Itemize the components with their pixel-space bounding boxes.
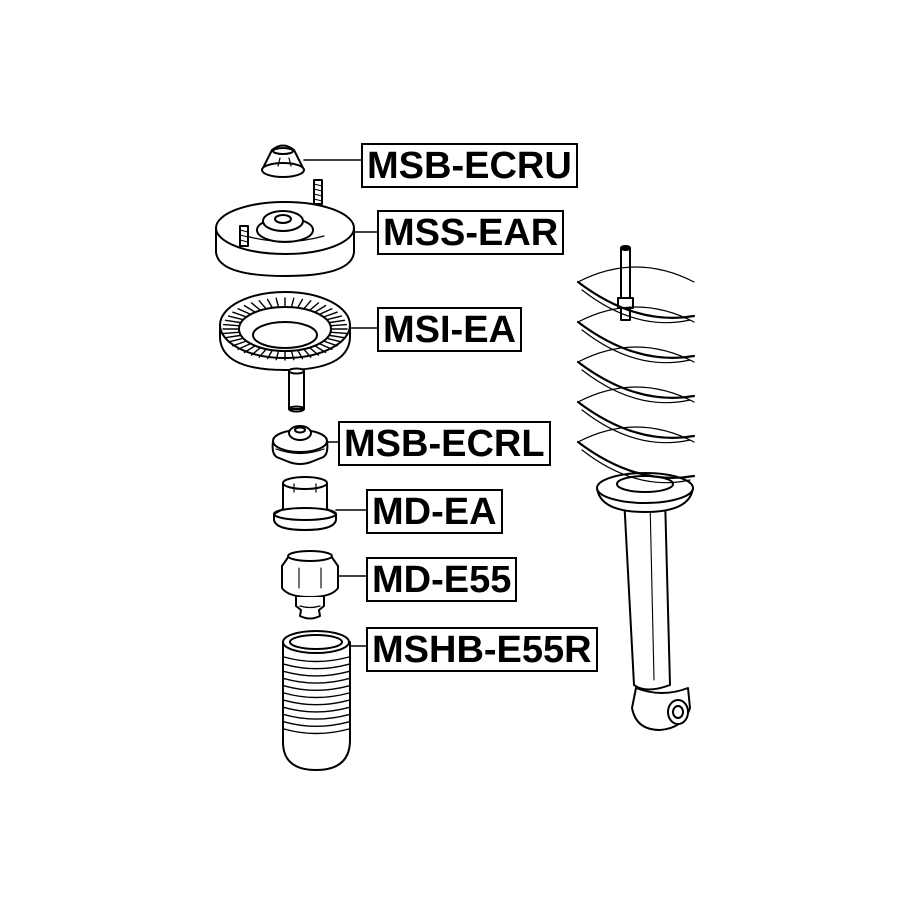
upper-bushing-drawing	[261, 144, 362, 178]
part-label-bump-stop[interactable]: MD-E55	[366, 557, 518, 602]
dust-cap-drawing	[273, 476, 367, 531]
part-label-strut-mount[interactable]: MSS-EAR	[377, 210, 565, 255]
bearing-insulator-drawing	[219, 291, 378, 371]
part-label-lower-bushing[interactable]: MSB-ECRL	[338, 421, 551, 466]
part-label-dust-cap[interactable]: MD-EA	[366, 489, 503, 534]
bump-stop-drawing	[281, 550, 367, 620]
part-label-upper-bushing[interactable]: MSB-ECRU	[361, 143, 578, 188]
shock-absorber-assembly-drawing	[576, 245, 696, 731]
spacer-tube-drawing	[288, 367, 305, 413]
part-label-bearing-insulator[interactable]: MSI-EA	[377, 307, 522, 352]
strut-mount-drawing	[215, 179, 378, 277]
part-label-protective-boot[interactable]: MSHB-E55R	[366, 627, 598, 672]
bellows-boot-drawing	[281, 630, 367, 771]
lower-bushing-drawing	[271, 425, 339, 465]
